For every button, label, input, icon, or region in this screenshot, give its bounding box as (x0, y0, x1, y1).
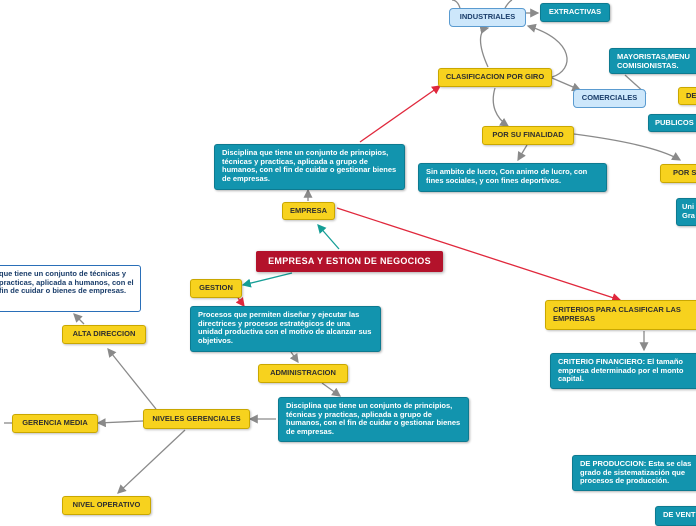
edge-central-gestion (241, 272, 293, 288)
administracion-node[interactable]: ADMINISTRACION (258, 364, 348, 383)
edge-empresa-criterios (336, 207, 622, 302)
edge-central-empresa (317, 224, 340, 250)
edge-niveles-media (96, 418, 144, 428)
de-ventas-node[interactable]: DE VENT (655, 506, 696, 526)
gestion-definition[interactable]: Procesos que permiten diseñar y ejecutar… (190, 306, 381, 352)
de-produccion-node[interactable]: DE PRODUCCION: Esta se clas grado de sis… (572, 455, 696, 491)
edge-niveles-operativo (117, 429, 186, 494)
criterio-financiero-node[interactable]: CRITERIO FINANCIERO: El tamaño empresa d… (550, 353, 696, 389)
edge-industriales-top (451, 0, 461, 9)
uni-gra-node[interactable]: Uni Gra (676, 198, 696, 226)
extractivas-node[interactable]: EXTRACTIVAS (540, 3, 610, 22)
por-su-node[interactable]: POR SU (660, 164, 696, 183)
edge-gestion-def (235, 297, 245, 308)
edge-alta-def (73, 313, 85, 325)
edge-clasif-industriales (479, 25, 490, 68)
administracion-definition[interactable]: Disciplina que tiene un conjunto de prin… (278, 397, 469, 442)
edge-clasif-finalidad (492, 87, 510, 127)
alta-direccion-definition[interactable]: que tiene un conjunto de técnicas y prac… (0, 265, 141, 312)
alta-direccion-node[interactable]: ALTA DIRECCION (62, 325, 146, 344)
finalidad-definition[interactable]: Sin ambito de lucro, Con animo de lucro,… (418, 163, 607, 192)
industriales-node[interactable]: INDUSTRIALES (449, 8, 526, 27)
edge-finalidad-def (517, 144, 528, 162)
edge-gestiondef-admin (289, 351, 299, 364)
edge-clasif-comerciales (551, 77, 582, 92)
gestion-node[interactable]: GESTION (190, 279, 242, 298)
mayoristas-node[interactable]: MAYORISTAS,MENU COMISIONISTAS. (609, 48, 696, 74)
de-node[interactable]: DE (678, 87, 696, 105)
edge-industriales-top2 (504, 0, 513, 9)
comerciales-node[interactable]: COMERCIALES (573, 89, 646, 108)
central-topic[interactable]: EMPRESA Y ESTION DE NEGOCIOS (256, 251, 443, 272)
criterios-node[interactable]: CRITERIOS PARA CLASIFICAR LAS EMPRESAS (545, 300, 696, 330)
niveles-gerenciales-node[interactable]: NIVELES GERENCIALES (143, 409, 250, 429)
edge-finalidad-porsu (573, 133, 682, 161)
nivel-operativo-node[interactable]: NIVEL OPERATIVO (62, 496, 151, 515)
publicos-node[interactable]: PUBLICOS (648, 114, 696, 132)
gerencia-media-node[interactable]: GERENCIA MEDIA (12, 414, 98, 433)
edge-clasif-extractivas (526, 23, 568, 78)
clasificacion-giro-node[interactable]: CLASIFICACION POR GIRO (438, 68, 552, 87)
edge-admin-def (321, 382, 342, 397)
edge-niveles-alta (107, 347, 157, 410)
empresa-node[interactable]: EMPRESA (282, 202, 335, 220)
edge-empresa-clasificacion (359, 85, 442, 143)
empresa-definition[interactable]: Disciplina que tiene un conjunto de prin… (214, 144, 405, 190)
por-su-finalidad-node[interactable]: POR SU FINALIDAD (482, 126, 574, 145)
